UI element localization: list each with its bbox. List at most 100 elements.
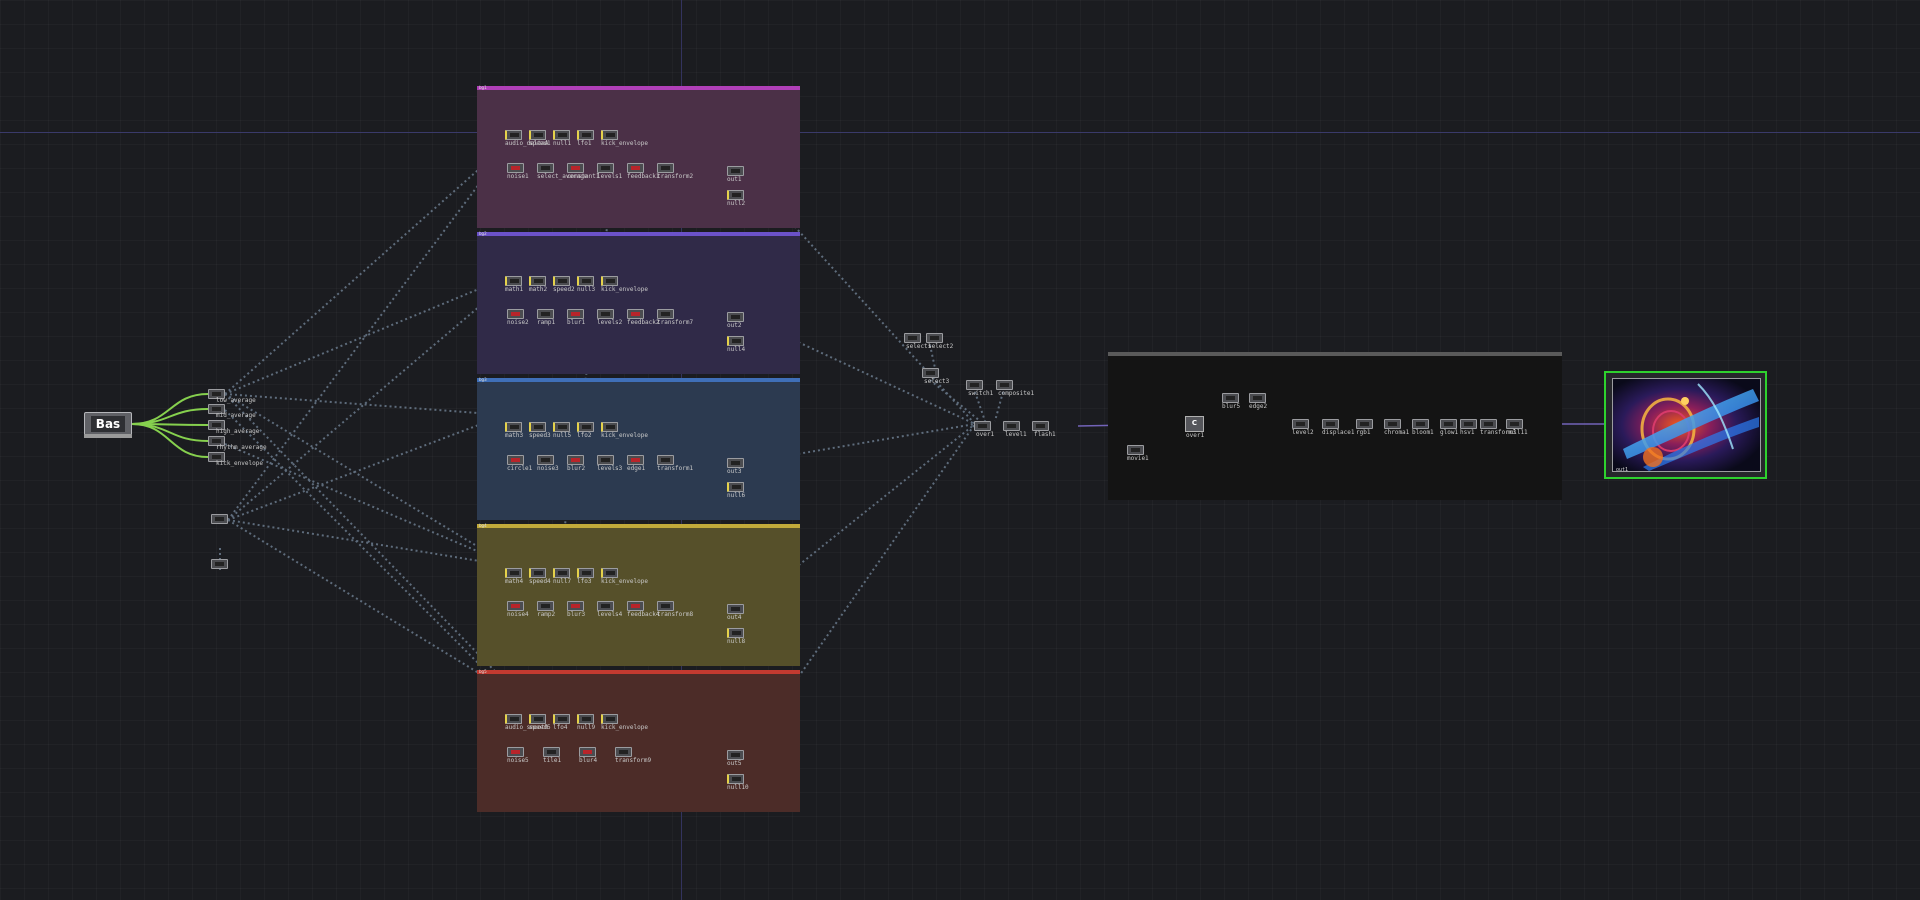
composite-node[interactable]: C [1185, 416, 1204, 432]
header-node-speed3[interactable] [529, 422, 546, 432]
group-out-node[interactable] [727, 604, 744, 614]
post-node-level2[interactable] [1292, 419, 1309, 429]
chain-node-feedback4[interactable] [627, 601, 644, 611]
header-node-lfo3[interactable] [577, 568, 594, 578]
chain-node-noise3[interactable] [537, 455, 554, 465]
chain-node-noise1[interactable] [507, 163, 524, 173]
post-node-glow1[interactable] [1440, 419, 1457, 429]
chain-node-noise4[interactable] [507, 601, 524, 611]
group-bg3[interactable]: bg3 [477, 377, 800, 520]
header-node-lfo4[interactable] [553, 714, 570, 724]
audio-analysis-base-node[interactable]: Bas [84, 412, 132, 436]
chain-node-noise5[interactable] [507, 747, 524, 757]
mixer-node-over1[interactable] [974, 421, 991, 431]
header-node-math3[interactable] [505, 422, 522, 432]
chain-node-ramp2[interactable] [537, 601, 554, 611]
chain-node-transform7[interactable] [657, 309, 674, 319]
header-node-null1[interactable] [553, 130, 570, 140]
chain-node-noise2[interactable] [507, 309, 524, 319]
mixer-node-select2[interactable] [926, 333, 943, 343]
post-node-hsv1[interactable] [1460, 419, 1477, 429]
analysis-output-low_average[interactable] [208, 389, 225, 399]
chain-node-feedback1[interactable] [627, 163, 644, 173]
group-out-node[interactable] [727, 312, 744, 322]
group-bg2[interactable]: bg2 [477, 231, 800, 374]
header-node-null9[interactable] [577, 714, 594, 724]
group-null-node[interactable] [727, 190, 744, 200]
post-node-chroma1[interactable] [1384, 419, 1401, 429]
header-node-speed1[interactable] [529, 130, 546, 140]
post-node-bloom1[interactable] [1412, 419, 1429, 429]
chain-node-tile1[interactable] [543, 747, 560, 757]
post-node-displace1[interactable] [1322, 419, 1339, 429]
header-node-kick_envelope[interactable] [601, 714, 618, 724]
post-node-transform3[interactable] [1480, 419, 1497, 429]
output-viewer-node[interactable]: out1 [1604, 371, 1767, 479]
group-bg5[interactable]: bg5 [477, 669, 800, 812]
chain-node-transform1[interactable] [657, 455, 674, 465]
mixer-node-switch1[interactable] [966, 380, 983, 390]
header-node-kick_envelope[interactable] [601, 422, 618, 432]
mixer-node-select1[interactable] [904, 333, 921, 343]
chain-node-circle1[interactable] [507, 455, 524, 465]
group-out-node[interactable] [727, 458, 744, 468]
header-node-math1[interactable] [505, 276, 522, 286]
mixer-node-level1[interactable] [1003, 421, 1020, 431]
chain-node-edge1[interactable] [627, 455, 644, 465]
mixer-node-composite1[interactable] [996, 380, 1013, 390]
header-node-kick_envelope[interactable] [601, 276, 618, 286]
group-null-node[interactable] [727, 774, 744, 784]
mixer-node-select3[interactable] [922, 368, 939, 378]
header-node-speed2[interactable] [553, 276, 570, 286]
chain-node-transform9[interactable] [615, 747, 632, 757]
header-node-null5[interactable] [553, 422, 570, 432]
header-node-lfo2[interactable] [577, 422, 594, 432]
header-node-lfo1[interactable] [577, 130, 594, 140]
header-node-speed4[interactable] [529, 568, 546, 578]
analysis-output-rhythm_average[interactable] [208, 436, 225, 446]
header-node-audio_smooth[interactable] [505, 714, 522, 724]
chain-node-levels4[interactable] [597, 601, 614, 611]
chain-node-transform8[interactable] [657, 601, 674, 611]
group-out-node[interactable] [727, 166, 744, 176]
reference-node[interactable] [211, 514, 228, 524]
header-node-null7[interactable] [553, 568, 570, 578]
header-node-math2[interactable] [529, 276, 546, 286]
group-null-node[interactable] [727, 336, 744, 346]
node-thumbnail [926, 371, 935, 375]
analysis-output-kick_envelope[interactable] [208, 452, 225, 462]
chain-node-constant1[interactable] [567, 163, 584, 173]
header-node-speed5[interactable] [529, 714, 546, 724]
chain-node-levels1[interactable] [597, 163, 614, 173]
reference-node[interactable] [211, 559, 228, 569]
post-top-node-blur5[interactable] [1222, 393, 1239, 403]
header-node-audio_deltaA[interactable] [505, 130, 522, 140]
node-label: switch1 [968, 390, 994, 397]
post-input-node[interactable] [1127, 445, 1144, 455]
header-node-null3[interactable] [577, 276, 594, 286]
chain-node-levels3[interactable] [597, 455, 614, 465]
chain-node-blur3[interactable] [567, 601, 584, 611]
chain-node-blur2[interactable] [567, 455, 584, 465]
post-node-null11[interactable] [1506, 419, 1523, 429]
chain-node-levels2[interactable] [597, 309, 614, 319]
post-node-rgb1[interactable] [1356, 419, 1373, 429]
header-node-kick_envelope[interactable] [601, 130, 618, 140]
chain-node-ramp1[interactable] [537, 309, 554, 319]
mixer-node-flash1[interactable] [1032, 421, 1049, 431]
group-null-node[interactable] [727, 628, 744, 638]
chain-node-feedback2[interactable] [627, 309, 644, 319]
group-out-node[interactable] [727, 750, 744, 760]
header-node-kick_envelope[interactable] [601, 568, 618, 578]
header-node-math4[interactable] [505, 568, 522, 578]
chain-node-select_average[interactable] [537, 163, 554, 173]
group-bg4[interactable]: bg4 [477, 523, 800, 666]
analysis-output-mid_average[interactable] [208, 404, 225, 414]
group-null-node[interactable] [727, 482, 744, 492]
group-bg1[interactable]: bg1 [477, 85, 800, 228]
chain-node-blur1[interactable] [567, 309, 584, 319]
chain-node-blur4[interactable] [579, 747, 596, 757]
post-top-node-edge2[interactable] [1249, 393, 1266, 403]
analysis-output-high_average[interactable] [208, 420, 225, 430]
chain-node-transform2[interactable] [657, 163, 674, 173]
